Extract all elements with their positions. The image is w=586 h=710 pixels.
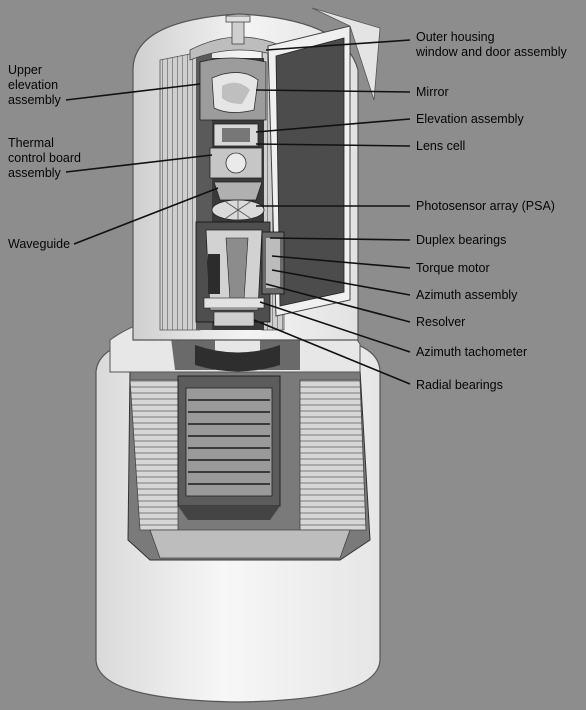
inner-mechanism [195,57,285,330]
label-upper-elevation-assembly: Upper elevation assembly [8,63,61,107]
leader-resolver [265,283,411,323]
lower-drum [177,375,281,520]
leader-azimuth-tachometer [259,301,411,353]
leader-torque-motor [271,255,411,269]
label-duplex-bearings: Duplex bearings [416,233,507,247]
leader-lens-cell [255,143,411,147]
leader-outer-housing [265,39,411,51]
label-torque-motor: Torque motor [416,261,490,275]
label-waveguide: Waveguide [8,237,71,251]
housing-door [267,7,381,317]
label-azimuth-assembly: Azimuth assembly [416,288,518,302]
leader-radial-bearings [253,319,411,385]
leader-lines [65,39,411,385]
leader-waveguide [73,187,219,245]
label-resolver: Resolver [416,315,466,329]
label-azimuth-tachometer: Azimuth tachometer [416,345,528,359]
label-photosensor-array: Photosensor array (PSA) [416,199,555,213]
leader-elevation-assembly [255,118,411,133]
leader-upper-elevation [65,83,201,101]
label-radial-bearings: Radial bearings [416,378,503,392]
label-elevation-assembly: Elevation assembly [416,112,524,126]
leader-duplex-bearings [269,237,411,241]
label-outer-housing: Outer housing window and door assembly [416,30,567,59]
label-thermal-control-board: Thermal control board assembly [8,136,81,180]
leader-azimuth-assembly [271,269,411,296]
leader-thermal-board [65,154,213,173]
label-lens-cell: Lens cell [416,139,466,153]
label-mirror: Mirror [416,85,449,99]
leader-mirror [255,89,411,93]
